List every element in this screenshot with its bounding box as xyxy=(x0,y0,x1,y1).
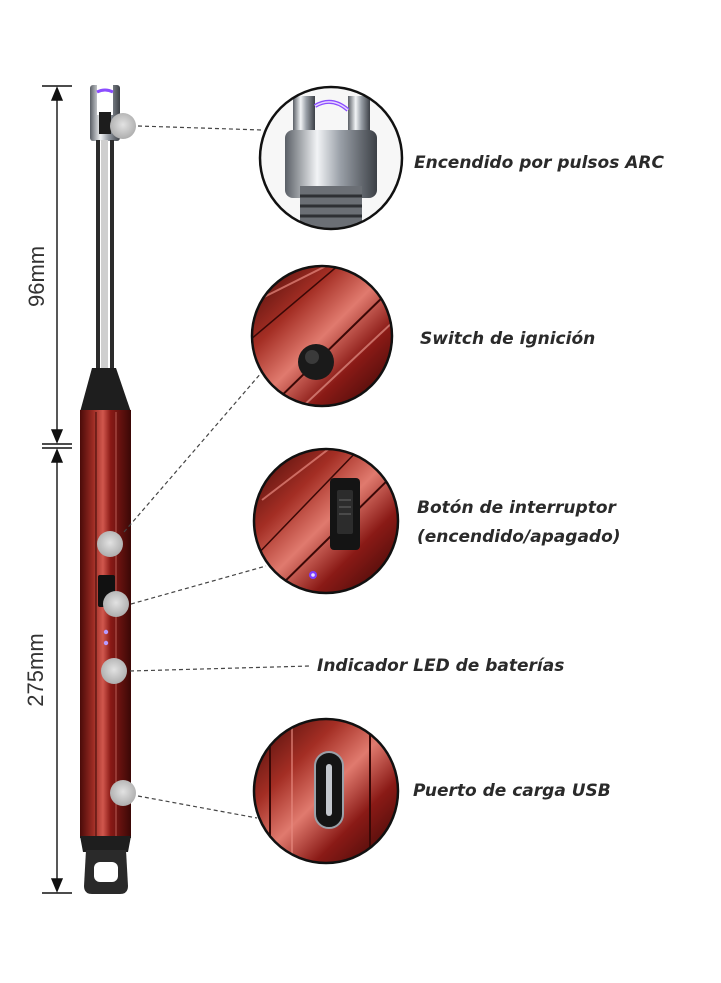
callout-ignition-switch: Switch de ignición xyxy=(420,325,595,354)
dot-led xyxy=(101,658,127,684)
dimension-275mm: 275mm xyxy=(23,633,48,707)
callout-led-text: Indicador LED de baterías xyxy=(317,656,565,676)
callout-switch-text: Switch de ignición xyxy=(420,329,596,349)
callout-battery-led: Indicador LED de baterías xyxy=(317,652,564,681)
dot-switch xyxy=(97,531,123,557)
dot-slider xyxy=(103,591,129,617)
zoom-usb-port xyxy=(252,717,400,865)
dot-usb xyxy=(110,780,136,806)
neck-collar xyxy=(80,368,131,412)
callout-dots xyxy=(97,113,136,806)
dimension-96mm: 96mm xyxy=(24,245,49,307)
callout-arc-text: Encendido por pulsos ARC xyxy=(414,153,664,173)
zoom-arc-head xyxy=(258,85,404,231)
body-led-1 xyxy=(103,629,109,635)
callout-usb-text: Puerto de carga USB xyxy=(413,781,611,801)
callout-usb-port: Puerto de carga USB xyxy=(413,777,611,806)
zoom-ignition-switch xyxy=(250,264,394,408)
lighter-body xyxy=(80,410,131,838)
callout-power-button: Botón de interruptor (encendido/apagado) xyxy=(417,494,621,552)
dimension-lines xyxy=(42,85,72,894)
dot-arc xyxy=(110,113,136,139)
zoom-power-slider xyxy=(252,447,400,595)
callout-power-text-1: Botón de interruptor xyxy=(417,498,616,518)
flexible-neck xyxy=(96,140,114,372)
body-led-2 xyxy=(103,640,109,646)
leader-lines xyxy=(123,125,311,819)
end-cap xyxy=(80,836,131,852)
callout-arc-ignition: Encendido por pulsos ARC xyxy=(414,149,664,178)
callout-power-text-2: (encendido/apagado) xyxy=(417,527,621,547)
